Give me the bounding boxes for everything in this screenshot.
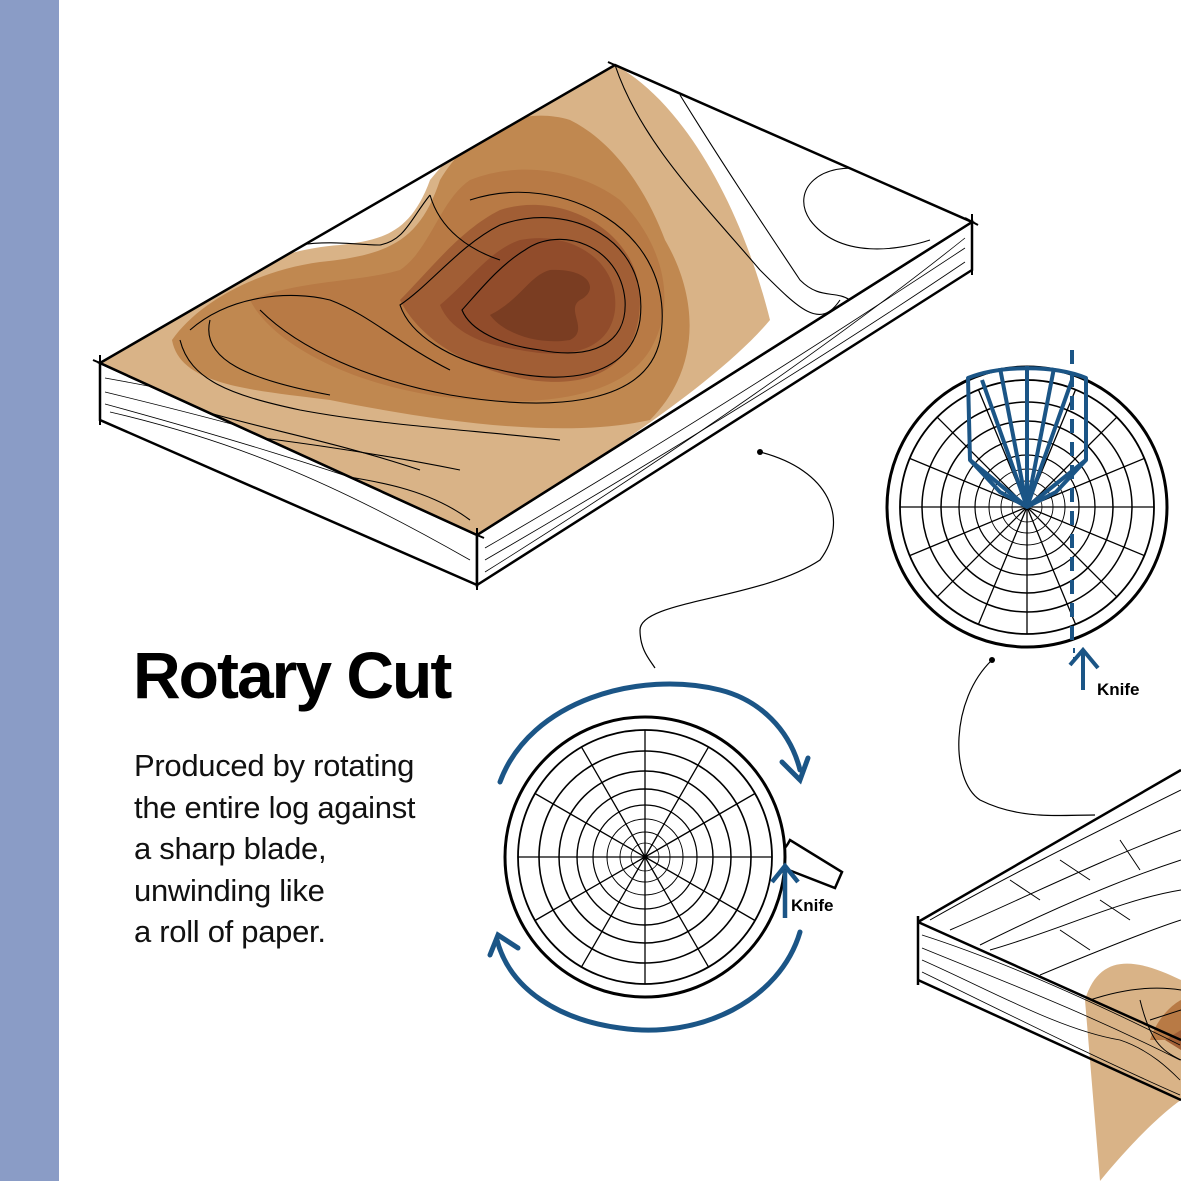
knife-label-top: Knife	[1097, 680, 1140, 699]
description-line: a sharp blade,	[134, 831, 327, 866]
log-ray	[1026, 506, 1077, 625]
log-ray	[580, 746, 646, 858]
description-line: unwinding like	[134, 872, 325, 908]
log-section-top: Knife	[885, 350, 1169, 699]
sidebar-accent-bar	[0, 0, 59, 1181]
log-ray	[1026, 416, 1118, 508]
log-ray	[936, 506, 1028, 598]
log-ray	[1026, 506, 1118, 598]
log-ray	[534, 792, 646, 858]
knife-arrow-icon	[770, 862, 800, 918]
knife-arrow-icon	[1068, 646, 1100, 690]
description: Produced by rotating the entire log agai…	[134, 745, 494, 953]
wood-grain-figure	[100, 65, 770, 535]
rotation-arrow-icon	[487, 681, 811, 1033]
connector-line-2	[958, 659, 1096, 817]
log-ray	[644, 792, 756, 858]
connector-dot	[757, 449, 763, 455]
log-ray	[534, 856, 646, 922]
log-ray	[909, 506, 1028, 557]
knife-label-bottom: Knife	[791, 896, 834, 915]
log-ray	[580, 856, 646, 968]
page-title: Rotary Cut	[133, 638, 452, 712]
log-section-rotary: Knife	[487, 681, 844, 1033]
veneer-board-2	[916, 768, 1181, 1181]
description-line: a roll of paper.	[134, 914, 326, 949]
connector-dot-2	[989, 657, 995, 663]
log-ray	[644, 856, 756, 922]
connector-line	[639, 451, 835, 669]
log-ray	[644, 746, 710, 858]
description-line: the entire log against	[134, 789, 416, 825]
log-ray	[936, 416, 1028, 508]
veneer-board	[92, 61, 979, 590]
log-ray	[909, 457, 1028, 508]
description-line: Produced by rotating	[134, 748, 415, 783]
log-ray	[644, 856, 710, 968]
log-ray	[977, 506, 1028, 625]
log-ray	[1026, 506, 1145, 557]
